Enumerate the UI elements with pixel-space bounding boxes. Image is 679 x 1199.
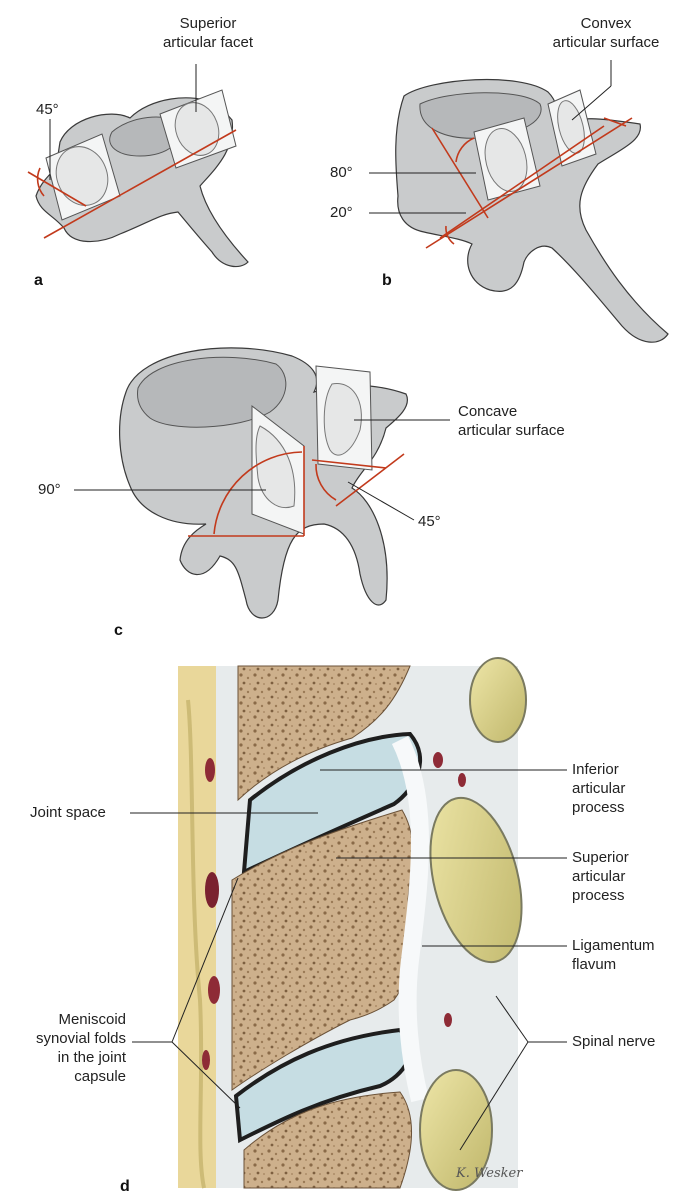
label-angle-45-a: 45° <box>36 100 59 119</box>
panel-letter-c: c <box>114 622 123 640</box>
label-convex-surface: Convex articular surface <box>536 14 676 52</box>
label-joint-space: Joint space <box>30 803 106 822</box>
panel-letter-b: b <box>382 272 392 290</box>
label-superior-process: Superior articular process <box>572 848 629 905</box>
label-concave-surface: Concave articular surface <box>458 402 565 440</box>
label-angle-80: 80° <box>330 163 353 182</box>
panel-c-vertebra <box>120 348 408 618</box>
label-spinal-nerve: Spinal nerve <box>572 1032 655 1051</box>
label-meniscoid-folds: Meniscoid synovial folds in the joint ca… <box>4 1010 126 1086</box>
label-angle-90: 90° <box>38 480 61 499</box>
panel-d-histology <box>178 658 537 1190</box>
panel-letter-d: d <box>120 1178 130 1196</box>
label-angle-45-c: 45° <box>418 512 441 531</box>
panel-letter-a: a <box>34 272 43 290</box>
label-inferior-process: Inferior articular process <box>572 760 625 817</box>
label-superior-facet: Superior articular facet <box>150 14 266 52</box>
label-ligamentum-flavum: Ligamentum flavum <box>572 936 655 974</box>
label-angle-20: 20° <box>330 203 353 222</box>
panel-a-vertebra <box>28 90 248 267</box>
panel-b-vertebra <box>396 80 668 343</box>
artist-signature: K. Wesker <box>456 1164 522 1183</box>
